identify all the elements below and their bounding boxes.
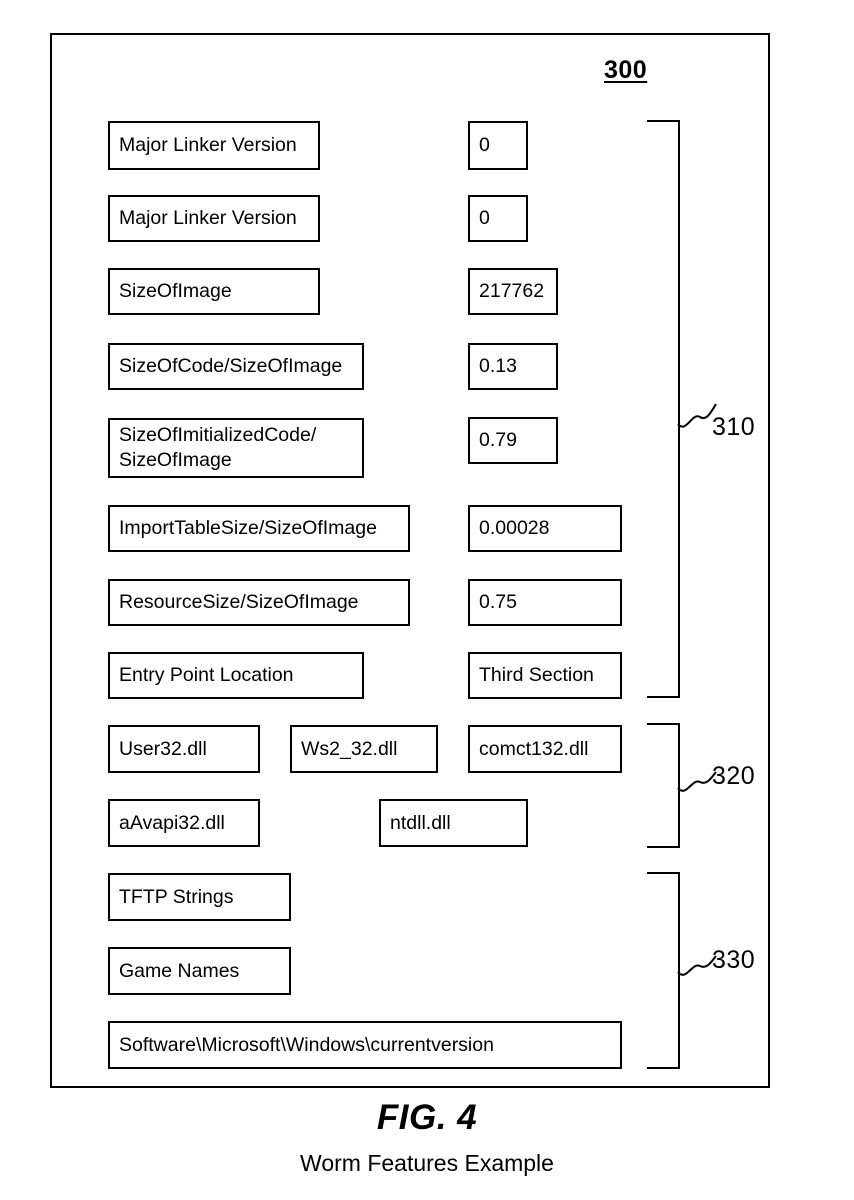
feature-value-box: 0.79 [468, 417, 558, 464]
figure-frame [50, 33, 770, 1088]
group-label-320: 320 [712, 762, 756, 790]
group-leader-line-320 [677, 771, 717, 792]
feature-value-box: 217762 [468, 268, 558, 315]
figure-caption-block: FIG. 4 Worm Features Example [0, 1098, 854, 1177]
dll-box: aAvapi32.dll [108, 799, 260, 847]
string-feature-box: Software\Microsoft\Windows\currentversio… [108, 1021, 622, 1069]
feature-label-box: SizeOfCode/SizeOfImage [108, 343, 364, 390]
dll-box: ntdll.dll [379, 799, 528, 847]
dll-box: User32.dll [108, 725, 260, 773]
group-leader-line-310 [677, 403, 717, 428]
group-bracket-310 [647, 120, 680, 698]
feature-label-box: SizeOfImage [108, 268, 320, 315]
dll-box: comct132.dll [468, 725, 622, 773]
feature-value-box: 0.75 [468, 579, 622, 626]
string-feature-box: TFTP Strings [108, 873, 291, 921]
dll-box: Ws2_32.dll [290, 725, 438, 773]
string-feature-box: Game Names [108, 947, 291, 995]
figure-number: FIG. 4 [376, 1098, 478, 1137]
feature-value-box: 0.13 [468, 343, 558, 390]
feature-value-box: 0 [468, 195, 528, 242]
feature-label-box: Major Linker Version [108, 121, 320, 170]
feature-label-box: ImportTableSize/SizeOfImage [108, 505, 410, 552]
figure-caption-text: Worm Features Example [300, 1150, 554, 1176]
feature-value-box: Third Section [468, 652, 622, 699]
feature-label-box: ResourceSize/SizeOfImage [108, 579, 410, 626]
group-leader-line-330 [677, 955, 717, 976]
feature-label-box: Major Linker Version [108, 195, 320, 242]
feature-value-box: 0.00028 [468, 505, 622, 552]
group-bracket-330 [647, 872, 680, 1069]
feature-value-box: 0 [468, 121, 528, 170]
feature-label-box: Entry Point Location [108, 652, 364, 699]
group-bracket-320 [647, 723, 680, 848]
group-label-330: 330 [712, 946, 756, 974]
group-label-310: 310 [712, 413, 756, 441]
feature-label-box: SizeOfImitializedCode/ SizeOfImage [108, 418, 364, 478]
figure-reference-numeral-300: 300 [604, 56, 648, 84]
